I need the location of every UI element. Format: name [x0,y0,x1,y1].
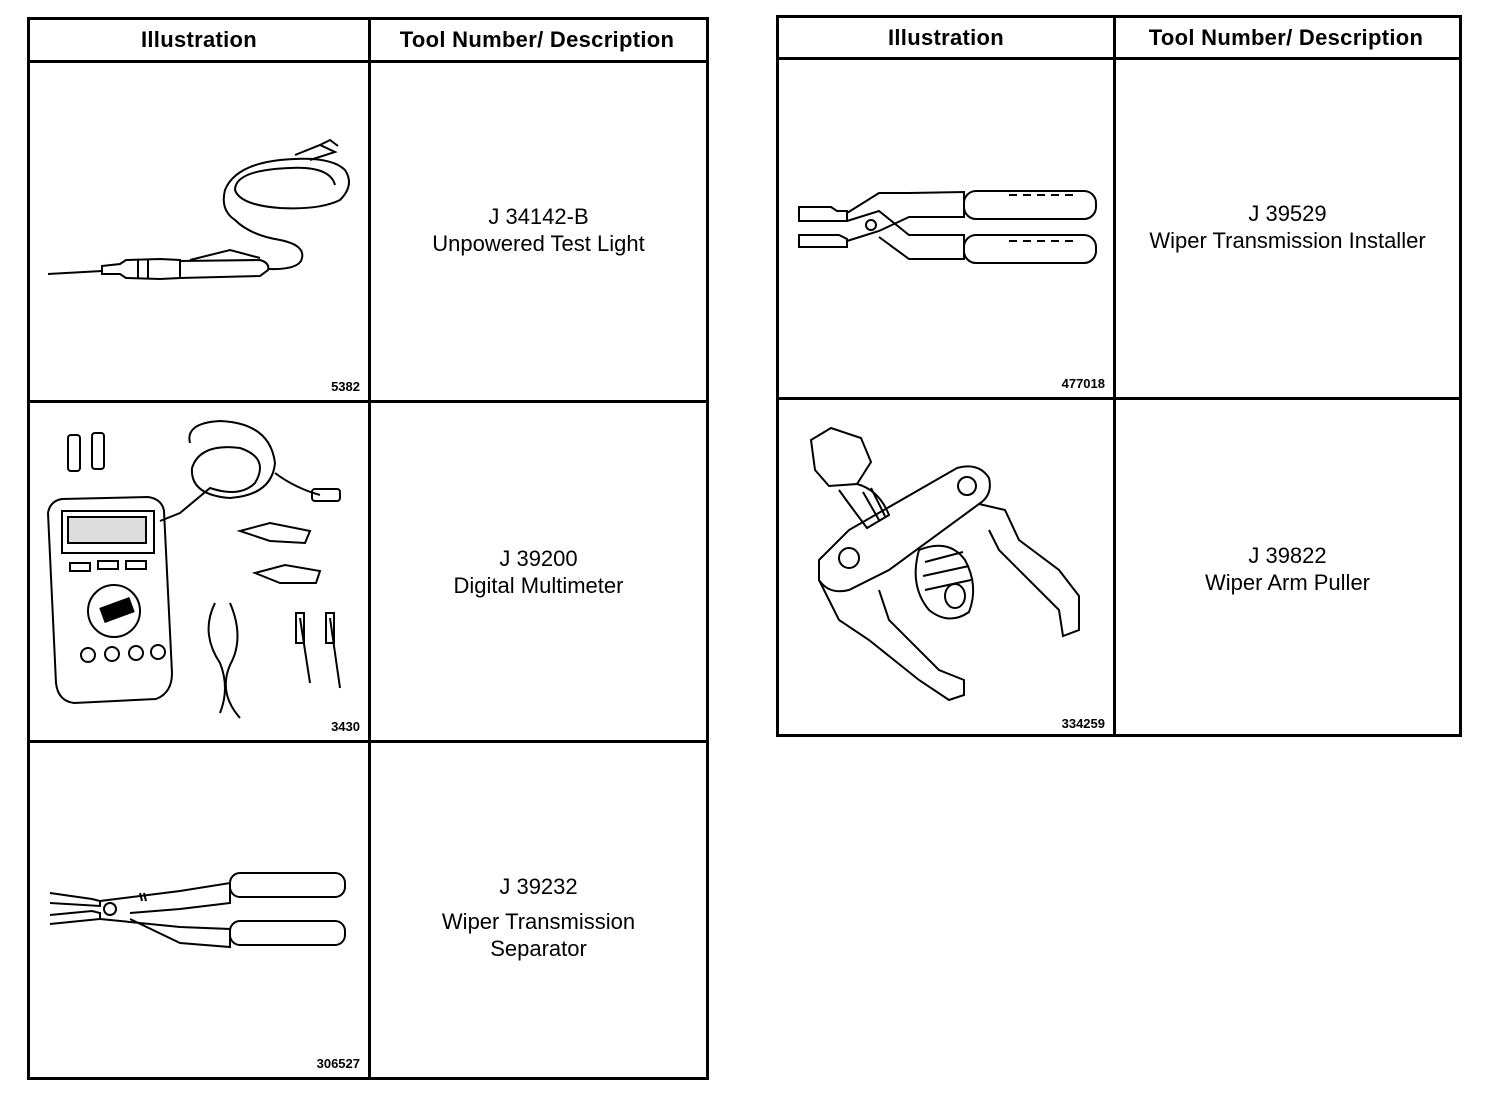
tool-description-line-2: Separator [490,936,587,961]
right-tools-table: Illustration Tool Number/ Description 47… [776,15,1462,737]
illustration-cell: 334259 [779,400,1113,737]
tool-description: Wiper Transmission Installer [1149,228,1426,253]
installer-pliers-icon [798,190,1097,264]
tool-number: J 39529 [1248,201,1327,226]
tool-description: Wiper Arm Puller [1204,569,1371,595]
tool-number: J 39822 [1248,542,1327,568]
description-header: Tool Number/ Description [1148,24,1424,50]
tool-description-line-1: Wiper Transmission [441,909,636,934]
multimeter-icon [46,419,341,719]
table-row: 3430 J 39200 Digital Multimeter [30,403,706,743]
illustration-header: Illustration [140,27,258,52]
table-row: 306527 J 39232 Wiper Transmission Separa… [30,743,706,1077]
table-row: 5382 J 34142-B Unpowered Test Light [30,60,706,403]
description-cell: J 39822 Wiper Arm Puller [1116,400,1459,737]
test-light-icon [47,138,350,281]
tool-description: Unpowered Test Light [432,231,645,256]
figure-number: 3430 [331,719,360,734]
description-header: Tool Number/ Description [399,27,675,52]
table-row: 477018 J 39529 Wiper Transmission Instal… [779,57,1459,400]
description-cell: J 39529 Wiper Transmission Installer [1116,57,1459,397]
tool-description: Digital Multimeter [453,572,624,598]
illustration-header: Illustration [887,24,1005,50]
illustration-cell: 3430 [30,403,368,740]
separator-pliers-icon [49,872,346,949]
illustration-cell: 477018 [779,57,1113,397]
left-tools-table: Illustration Tool Number/ Description 53… [27,17,709,1080]
figure-number: 477018 [1061,376,1105,391]
figure-number: 306527 [316,1056,360,1071]
tool-number: J 39232 [499,874,578,899]
description-cell: J 39200 Digital Multimeter [371,403,706,740]
illustration-cell: 5382 [30,60,368,400]
figure-number: 334259 [1061,716,1105,731]
description-cell: J 39232 Wiper Transmission Separator [371,743,706,1077]
table-row: 334259 J 39822 Wiper Arm Puller [779,400,1459,737]
tool-number: J 34142-B [488,204,589,229]
description-cell: J 34142-B Unpowered Test Light [371,60,706,400]
figure-number: 5382 [331,379,360,394]
tool-number: J 39200 [499,545,578,571]
right-table-header: Illustration Tool Number/ Description [779,18,1459,60]
illustration-cell: 306527 [30,743,368,1077]
arm-puller-icon [809,426,1080,702]
